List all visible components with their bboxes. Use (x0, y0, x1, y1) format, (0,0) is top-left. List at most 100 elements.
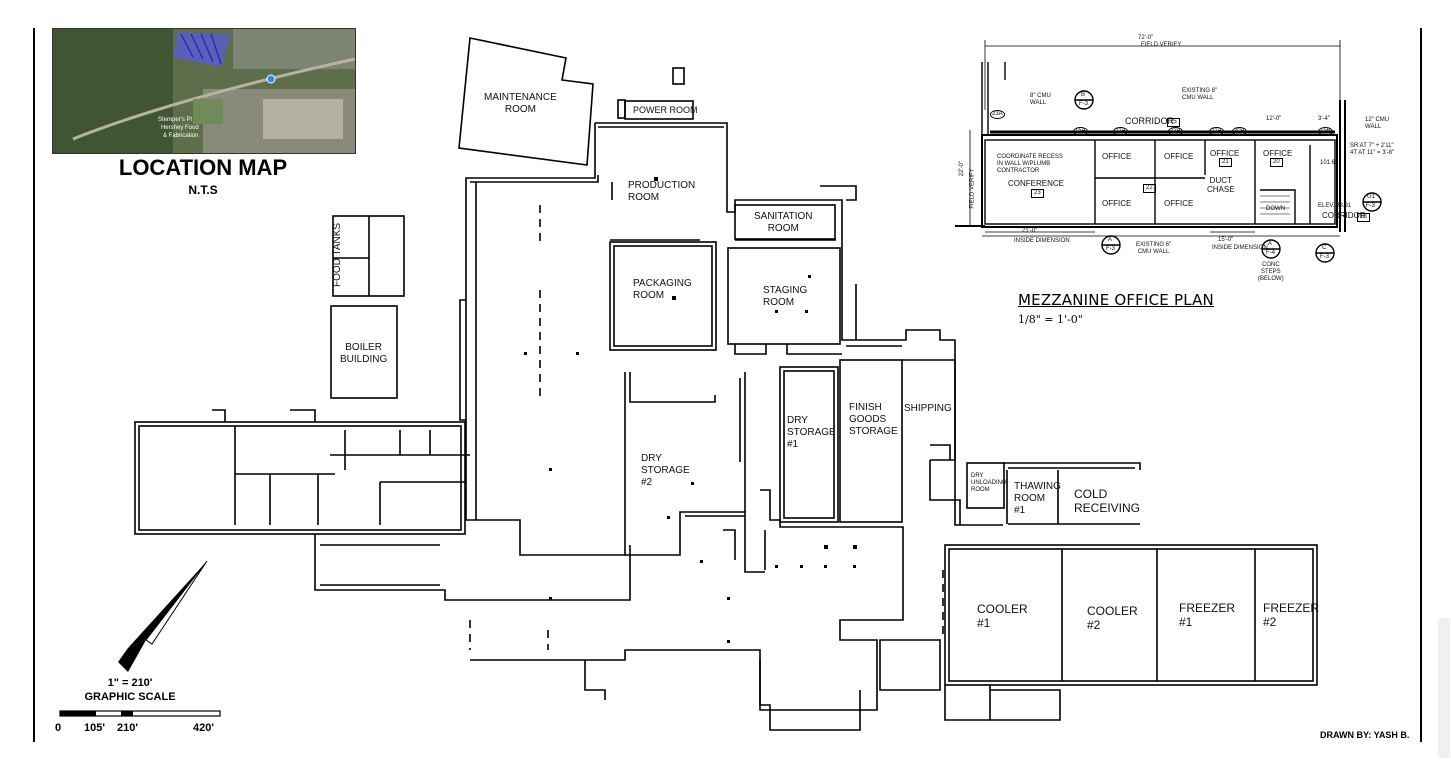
mezz-office-4: OFFICE (1263, 149, 1293, 158)
mezz-corridor-2-tag: 18 (1357, 213, 1370, 222)
mezz-note-sr: SR AT 7" + 2'11" 4T AT 11" = 3'-8" (1350, 143, 1395, 156)
room-shipping: SHIPPING (904, 403, 952, 414)
door-tag-4: 23A (990, 110, 1005, 119)
mezz-office-1: OFFICE (1102, 152, 1132, 161)
room-boiler: BOILER BUILDING (340, 342, 388, 365)
mezz-note-elev: ELEV. 98.91 (1318, 203, 1352, 209)
north-arrow (118, 560, 208, 672)
mezz-corridor-2: CORRIDOR (1322, 211, 1366, 220)
room-cold-receiving: COLD RECEIVING (1074, 487, 1141, 515)
maintenance-room-outline (458, 37, 594, 166)
mezz-note-existing8: EXISTING 8" CMU WALL (1182, 88, 1218, 101)
mezz-office-3-tag: 21 (1219, 158, 1232, 167)
room-dry-storage-1: DRY STORAGE #1 (787, 415, 836, 450)
mezz-note-existing6: EXISTING 6" CMU WALL (1136, 242, 1172, 255)
mezzanine-linework (955, 40, 1382, 263)
building-walls (134, 37, 1318, 731)
watermark-strip (1438, 618, 1450, 758)
mezz-dim-inside-note: INSIDE DIMENSION (1014, 238, 1070, 244)
packaging-room-outline (609, 241, 717, 351)
mezz-office-4-tag: 20 (1270, 158, 1283, 167)
mezz-office-3: OFFICE (1210, 149, 1240, 158)
room-cooler-1: COOLER #1 (977, 602, 1028, 630)
room-finish-goods: FINISH GOODS STORAGE (849, 402, 898, 437)
mezz-conference-tag: 23 (1031, 189, 1044, 198)
mezz-dim-overall: 72'-0" (1138, 35, 1154, 41)
photo-label-1: Stemper's Pl (158, 117, 192, 123)
room-freezer-2: FREEZER #2 (1263, 601, 1320, 629)
room-staging: STAGING ROOM (763, 285, 808, 308)
dry-unloading-outline (966, 462, 1005, 509)
photo-label-2: Hershey Food (161, 125, 199, 131)
mezz-note-cmu12: 12" CMU WALL (1365, 117, 1390, 130)
mezz-dim-right2: 3'-4" (1318, 116, 1330, 122)
callout-a1-sheet: F-3 (1106, 246, 1115, 252)
dashed-partitions (469, 205, 944, 650)
callout-a2-letter: A (1268, 241, 1273, 247)
mezzanine-plan-scale: 1/8" = 1'-0" (1018, 313, 1083, 326)
room-power: POWER ROOM (633, 105, 698, 115)
satellite-image (53, 29, 355, 153)
callout-a1-letter: A (1108, 237, 1113, 243)
mezz-office-5: OFFICE (1102, 199, 1132, 208)
location-map-title: LOCATION MAP (118, 155, 288, 180)
callout-c-letter: C (1322, 245, 1327, 251)
room-production: PRODUCTION ROOM (628, 180, 696, 203)
room-thawing: THAWING ROOM #1 (1014, 481, 1061, 516)
room-food-tanks: FOOD TANKS (332, 222, 343, 288)
mezz-corridor-tag: 15 (1167, 118, 1180, 127)
location-satellite-map: Stemper's Pl Hershey Food & Fabrication (52, 28, 356, 154)
mezz-office-6: OFFICE (1164, 199, 1194, 208)
mezz-conference: CONFERENCE (1008, 179, 1065, 188)
mezz-dim-height: 22'-0" (959, 160, 966, 177)
callout-g1-sheet: F-3 (1366, 203, 1375, 209)
mezz-note-cmu8: 8" CMU WALL (1030, 93, 1051, 106)
scale-tick-210: 210' (117, 722, 138, 734)
mezz-hall-tag: 22 (1143, 184, 1156, 193)
mezz-dim-inside2: 15'-0" (1218, 237, 1234, 243)
mezz-dim-overall-note: FIELD VERIFY (1141, 42, 1182, 48)
callout-g1-letter: G1 (1367, 194, 1376, 200)
door-tag-3: 22A (1168, 127, 1183, 136)
door-tag-5: 21A (1209, 127, 1224, 136)
mezzanine-plan-title: MEZZANINE OFFICE PLAN (1018, 291, 1214, 309)
mezz-office-2: OFFICE (1164, 152, 1194, 161)
mezz-dim-height-note: FIELD VERIFY (969, 168, 976, 209)
room-dry-storage-2: DRY STORAGE #2 (641, 453, 690, 488)
location-map-subtitle: N.T.S (188, 183, 218, 197)
graphic-scale-ratio: 1" = 210' (107, 677, 153, 689)
callout-c-sheet: F-3 (1320, 254, 1329, 260)
dry-storage-1-outline (779, 366, 839, 523)
mezz-dim-inside: 21'-0" (1022, 228, 1038, 234)
mezz-duct-chase: DUCT CHASE (1207, 176, 1235, 194)
room-cooler-2: COOLER #2 (1087, 604, 1138, 632)
west-annex-outline (134, 421, 466, 535)
callout-b-sheet: F-3 (1079, 101, 1088, 107)
mezz-note-recess: COORDINATE RECESS IN WALL W/PLUMB CONTRA… (997, 154, 1063, 174)
mezz-stair-tag: 101.63 (1320, 160, 1339, 166)
room-packaging: PACKAGING ROOM (633, 278, 692, 301)
scale-tick-0: 0 (55, 722, 62, 734)
mezz-dim-right1: 12'-0" (1266, 116, 1282, 122)
cooler-freezer-block (944, 544, 1318, 686)
mezz-note-conc: CONC STEPS (BELOW) (1258, 262, 1284, 282)
room-sanitation: SANITATION ROOM (754, 211, 813, 234)
door-tag-7: 15B (1318, 127, 1333, 136)
graphic-scale-title: GRAPHIC SCALE (84, 691, 176, 703)
door-tag-2: 21A (1113, 127, 1128, 136)
room-dry-unloading: DRY UNLOADING ROOM (971, 473, 1007, 493)
callout-a2-sheet: F-4 (1266, 250, 1275, 256)
graphic-scale-bar (59, 710, 221, 717)
room-freezer-1: FREEZER #1 (1179, 601, 1236, 629)
finish-goods-outline (839, 359, 903, 523)
door-tag-1: 15A (1073, 127, 1088, 136)
mezz-dim-inside2-note: INSIDE DIMENSION (1212, 245, 1268, 251)
mezz-corridor: CORRIDOR (1125, 116, 1174, 126)
staging-room-outline (727, 247, 841, 345)
drawn-by: DRAWN BY: YASH B. (1320, 730, 1410, 740)
photo-label-3: & Fabrication (163, 133, 199, 139)
boiler-building-outline (330, 305, 398, 399)
door-tag-6: 20A (1232, 127, 1247, 136)
